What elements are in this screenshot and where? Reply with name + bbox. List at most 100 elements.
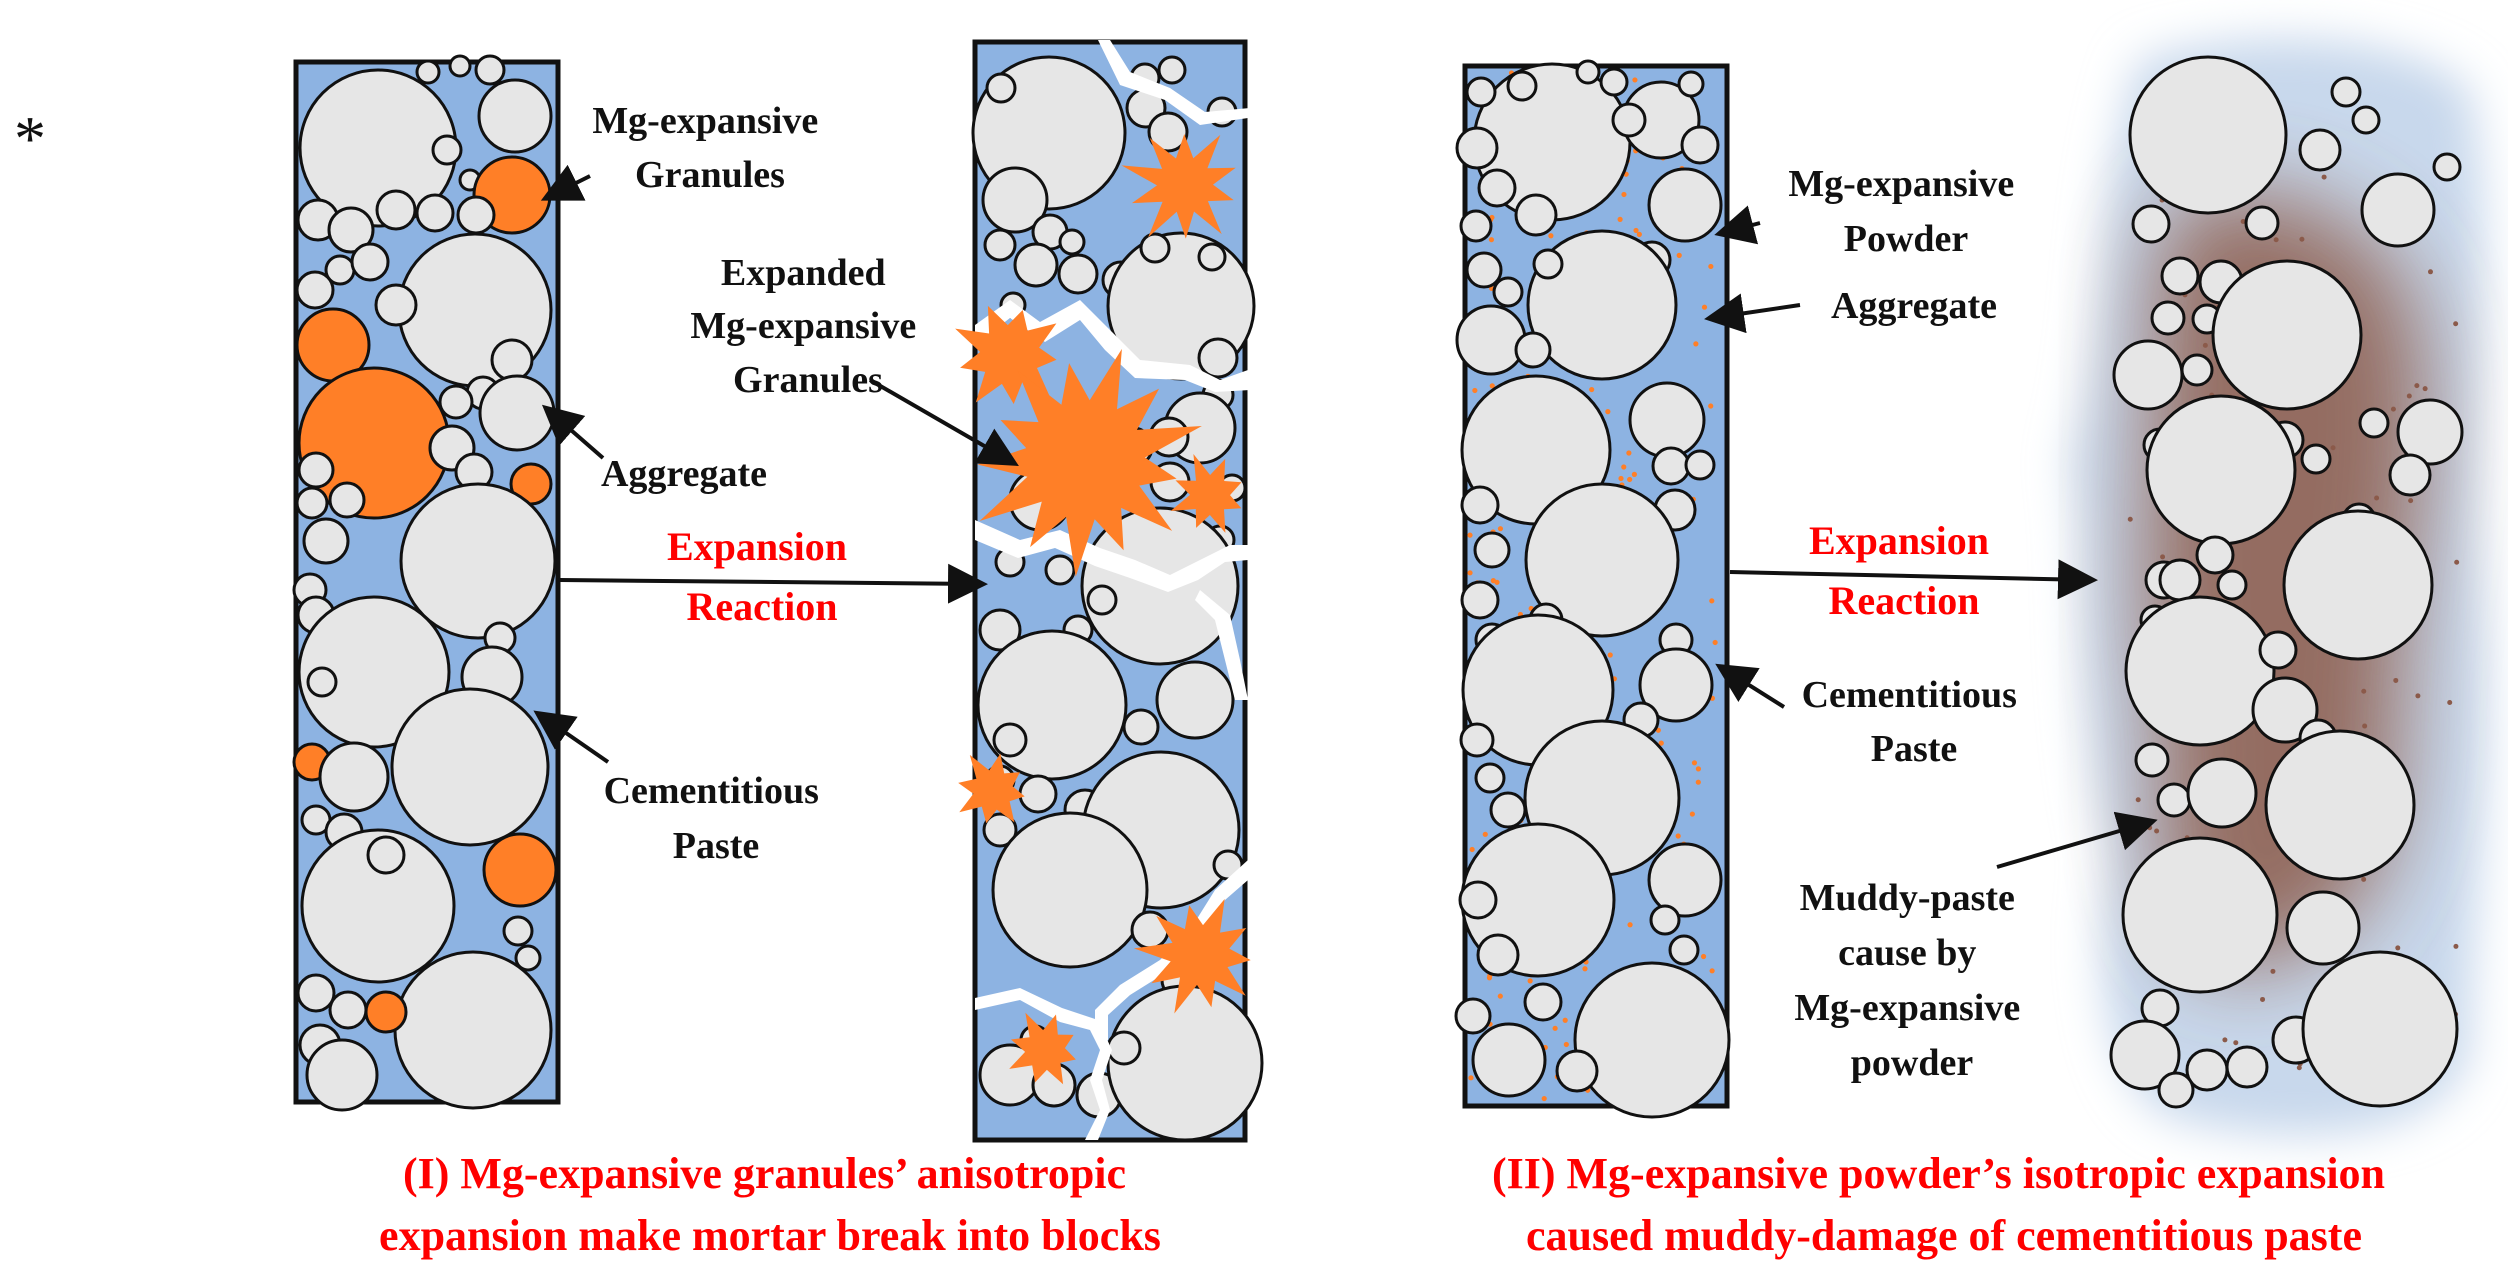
aggregate-particle [2157, 1071, 2195, 1109]
aggregate-particle [1465, 76, 1497, 108]
powder-dot [1631, 471, 1637, 477]
label-powder: Mg-expansive Powder [1788, 163, 2023, 260]
aggregate-particle [1668, 934, 1700, 966]
aggregate-particle [514, 944, 542, 972]
mud-speck [2321, 174, 2327, 180]
mud-speck [2330, 445, 2336, 451]
mud-speck [2270, 968, 2276, 974]
powder-dot [1469, 846, 1475, 853]
panel2-original-specimen [1454, 59, 1731, 1119]
aggregate-particle [2298, 128, 2342, 172]
aggregate-particle [1677, 70, 1705, 98]
aggregate-particle [297, 595, 451, 749]
mud-speck [2233, 1040, 2239, 1046]
aggregate-particle [1197, 242, 1227, 272]
aggregate-particle [1649, 904, 1681, 936]
aggregate-particle [1155, 660, 1235, 740]
aggregate-particle [2128, 55, 2288, 215]
aggregate-particle [502, 915, 534, 947]
powder-dot [1563, 1041, 1569, 1048]
aggregate-particle [2351, 105, 2381, 135]
powder-dot [1617, 216, 1623, 222]
aggregate-particle [431, 134, 463, 166]
mud-speck [2408, 498, 2414, 504]
aggregate-particle [1122, 708, 1160, 746]
label-aggregate-1: Aggregate [601, 453, 767, 495]
aggregate-particle [2160, 256, 2200, 296]
expanded-granule-bursts [955, 134, 1251, 1085]
expanded-granule-burst [1121, 134, 1236, 239]
aggregate-particle [2156, 782, 2192, 818]
mud-speck [2374, 495, 2380, 501]
aggregate-particle [1013, 242, 1059, 288]
aggregate-particle [2360, 172, 2436, 248]
aggregate-particle [1514, 193, 1558, 237]
arrow-expanded [868, 378, 1019, 467]
aggregate-particle [1197, 337, 1239, 379]
panel2-original-particles [1454, 59, 1731, 1119]
aggregate-particle [1473, 531, 1511, 569]
aggregate-particle [318, 741, 390, 813]
powder-dot [1708, 403, 1714, 409]
aggregate-particle [1106, 1030, 1142, 1066]
label-expansion-reaction-2: Expansion Reaction [1809, 518, 1999, 623]
arrow-paste-2 [1715, 663, 1786, 709]
mud-speck [2127, 516, 2133, 522]
powder-dot [1626, 450, 1632, 456]
aggregate-particle [2396, 398, 2464, 466]
expanded-granule-burst [1133, 898, 1251, 1014]
expanded-granule-burst [977, 348, 1202, 577]
aggregate-particle [982, 812, 1018, 848]
aggregate-particle [1455, 304, 1527, 376]
powder-dot [1486, 975, 1493, 981]
aggregate-particle [1157, 55, 1187, 85]
expanded-granule-burst [1009, 1012, 1076, 1085]
mg-granule [482, 832, 558, 908]
aggregate-particle [2244, 205, 2280, 241]
crack-line [975, 300, 1250, 392]
powder-dot [1527, 978, 1533, 984]
powder-dot [1488, 237, 1495, 243]
powder-dot [1607, 652, 1613, 658]
powder-dot [1709, 598, 1715, 604]
mud-speck [2393, 677, 2399, 683]
powder-dot [1676, 252, 1682, 258]
panel1-broken-specimen [955, 39, 1264, 1143]
aggregate-particle [2158, 558, 2202, 602]
arrow-aggregate-2 [1704, 293, 1801, 334]
aggregate-particle [1523, 982, 1563, 1022]
aggregate-particle [1018, 774, 1058, 814]
mud-speck [2222, 1037, 2228, 1043]
mud-speck [2202, 342, 2208, 348]
aggregate-particle [1647, 842, 1723, 918]
aggregate-particle [302, 517, 350, 565]
aggregate-particle [2124, 595, 2276, 747]
mud-speck [2154, 828, 2160, 834]
aggregate-particle [296, 973, 336, 1013]
label-expansion-reaction-1: Expansion Reaction [667, 524, 857, 629]
aggregate-particle [375, 189, 417, 231]
aggregate-particle [1532, 248, 1564, 280]
aggregate-particle [456, 195, 496, 235]
mud-speck [2147, 825, 2153, 831]
aggregate-particle [474, 54, 506, 86]
aggregate-particle [1086, 584, 1118, 616]
mud-speck [2160, 554, 2166, 560]
aggregate-particle [1647, 167, 1723, 243]
powder-dot [1627, 476, 1633, 483]
mud-speck [2414, 383, 2420, 389]
powder-dot [1695, 766, 1702, 772]
label-muddy-paste: Muddy-paste cause by Mg-expansive powder [1794, 877, 2029, 1084]
powder-dot [1691, 760, 1698, 766]
aggregate-particle [991, 811, 1149, 969]
powder-dot [1658, 740, 1664, 746]
mud-speck [2427, 269, 2433, 275]
powder-dot [1490, 578, 1496, 584]
aggregate-particle [1130, 910, 1170, 950]
powder-dot [1497, 993, 1503, 999]
aggregate-particle [2195, 535, 2235, 575]
aggregate-particle [1684, 449, 1716, 481]
aggregate-particle [1474, 762, 1506, 794]
expanded-granule-burst [955, 305, 1057, 404]
powder-dot [1541, 1095, 1547, 1102]
